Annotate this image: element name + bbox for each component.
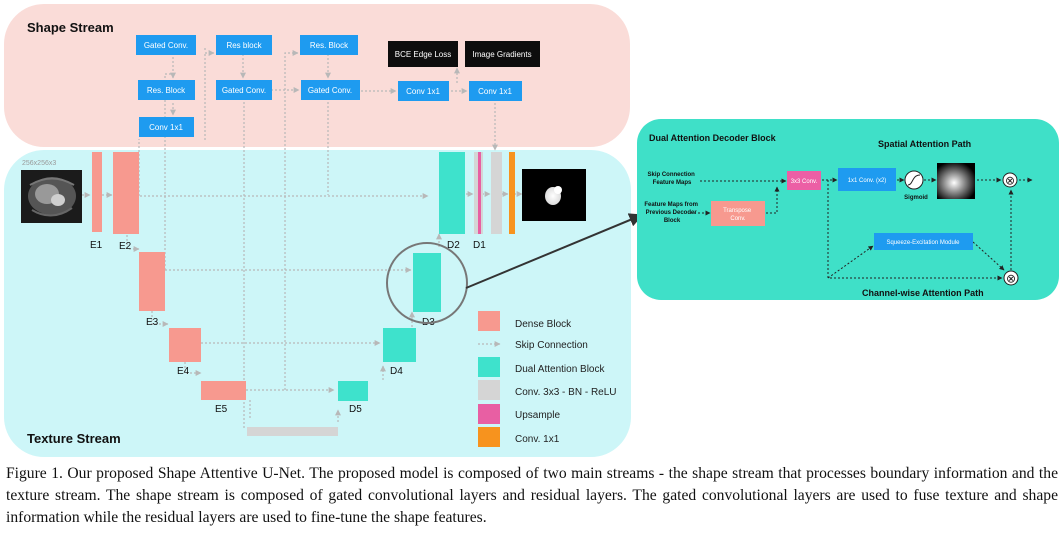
legend-swatch-dense [478, 311, 500, 331]
encoder-e4 [169, 328, 201, 362]
spatial-attention-map [937, 163, 975, 199]
label-e1: E1 [90, 240, 103, 251]
bce-edge-loss-label: BCE Edge Loss [395, 50, 451, 59]
conv3x3-block [787, 171, 821, 190]
res-block-top-2 [300, 35, 358, 55]
encoder-e1 [92, 152, 102, 232]
gated-conv-label-1: Gated Conv. [144, 41, 188, 50]
conv1x1x2-block [838, 168, 896, 191]
multiply-symbol-bottom: ⊗ [1006, 272, 1016, 286]
conv3x3-label: 3x3 Conv. [791, 179, 818, 185]
legend-swatch-upsample [478, 404, 500, 424]
figure-caption: Figure 1. Our proposed Shape Attentive U… [6, 465, 1058, 526]
legend-label-conv-bn: Conv. 3x3 - BN - ReLU [515, 387, 617, 398]
encoder-e5 [201, 381, 246, 400]
legend: Dense Block Skip Connection Dual Attenti… [478, 311, 617, 447]
res-block-top-1 [216, 35, 272, 55]
conv1x1-block-b [469, 81, 522, 101]
conv1x1-label-left: Conv 1x1 [149, 123, 183, 132]
zoom-arrow [465, 213, 644, 289]
label-e2: E2 [119, 241, 132, 252]
legend-swatch-conv-bn [478, 380, 500, 400]
legend-label-dual: Dual Attention Block [515, 364, 605, 375]
se-module-label: Squeeze-Excitation Module [886, 240, 960, 246]
sigmoid-label: Sigmoid [904, 195, 928, 201]
conv1x1-block-left [139, 117, 194, 137]
multiply-icon-top [1002, 172, 1018, 188]
encoder-blocks [92, 152, 246, 400]
shape-stream-title: Shape Stream [27, 20, 114, 35]
bce-edge-loss-block [388, 41, 458, 67]
prev-input-label: Feature Maps from Previous Decoder Block [644, 202, 699, 224]
encoder-e2 [113, 152, 139, 234]
label-d1: D1 [473, 240, 486, 251]
decoder-d5 [338, 381, 368, 401]
decoder-conv1x1-block [509, 152, 515, 234]
dual-attention-panel: Dual Attention Decoder Block Spatial Att… [637, 119, 1059, 300]
spatial-path-title: Spatial Attention Path [878, 139, 971, 149]
sigmoid-icon [904, 170, 924, 190]
dual-attention-background [637, 119, 1059, 300]
gated-conv-block-3 [301, 80, 360, 100]
decoder-d3 [413, 253, 441, 312]
architecture-diagram: Shape Stream Texture Stream [4, 4, 1059, 457]
label-e4: E4 [177, 366, 190, 377]
texture-stream-title: Texture Stream [27, 431, 121, 446]
multiply-icon-bottom [1003, 270, 1019, 286]
res-block-left [138, 80, 195, 100]
legend-label-dense: Dense Block [515, 319, 572, 330]
res-block-label-left: Res. Block [147, 86, 186, 95]
channel-path-title: Channel-wise Attention Path [862, 288, 984, 298]
d3-zoom-circle [386, 242, 468, 324]
gated-conv-label-2: Gated Conv. [222, 86, 266, 95]
shape-stream-blocks: Gated Conv. Res block Res. Block Res. Bl… [136, 35, 540, 137]
label-e5: E5 [215, 404, 228, 415]
label-d2: D2 [447, 240, 460, 251]
output-mask-image [522, 169, 586, 221]
legend-label-conv1x1: Conv. 1x1 [515, 434, 560, 445]
decoder-conv-bn-block [491, 152, 502, 234]
legend-swatch-conv1x1 [478, 427, 500, 447]
label-d4: D4 [390, 366, 403, 377]
image-gradients-label: Image Gradients [472, 50, 531, 59]
image-gradients-block [465, 41, 540, 67]
skip-connections [82, 47, 523, 428]
skip-input-label: Skip Connection Feature Maps [647, 172, 696, 186]
bottleneck-block [247, 427, 338, 436]
multiply-symbol-top: ⊗ [1005, 174, 1015, 188]
gated-conv-block-1 [136, 35, 196, 55]
dual-attention-title: Dual Attention Decoder Block [649, 133, 777, 143]
transpose-conv-block [711, 201, 765, 226]
gated-conv-block-2 [216, 80, 272, 100]
input-size-label: 256x256x3 [22, 160, 56, 167]
gated-conv-label-3: Gated Conv. [308, 86, 352, 95]
se-module-block [874, 233, 973, 250]
legend-label-skip: Skip Connection [515, 340, 588, 351]
res-block-label-top-2: Res. Block [310, 41, 349, 50]
label-e3: E3 [146, 317, 159, 328]
legend-label-upsample: Upsample [515, 410, 560, 421]
conv1x1-block-a [398, 81, 449, 101]
input-mri-image [21, 170, 82, 223]
conv1x1x2-label: 1x1 Conv. (x2) [848, 178, 887, 184]
decoder-blocks [338, 152, 515, 401]
sigmoid-curve [907, 174, 921, 186]
decoder-d1-upsample [478, 152, 481, 234]
label-d5: D5 [349, 404, 362, 415]
encoder-e3 [139, 252, 165, 311]
decoder-d2 [439, 152, 465, 234]
transpose-conv-label: Transpose Conv. [723, 208, 753, 222]
legend-swatch-dual [478, 357, 500, 377]
res-block-label-top-1: Res block [226, 41, 262, 50]
conv1x1-label-b: Conv 1x1 [478, 87, 512, 96]
decoder-d4 [383, 328, 416, 362]
conv1x1-label-a: Conv 1x1 [406, 87, 440, 96]
